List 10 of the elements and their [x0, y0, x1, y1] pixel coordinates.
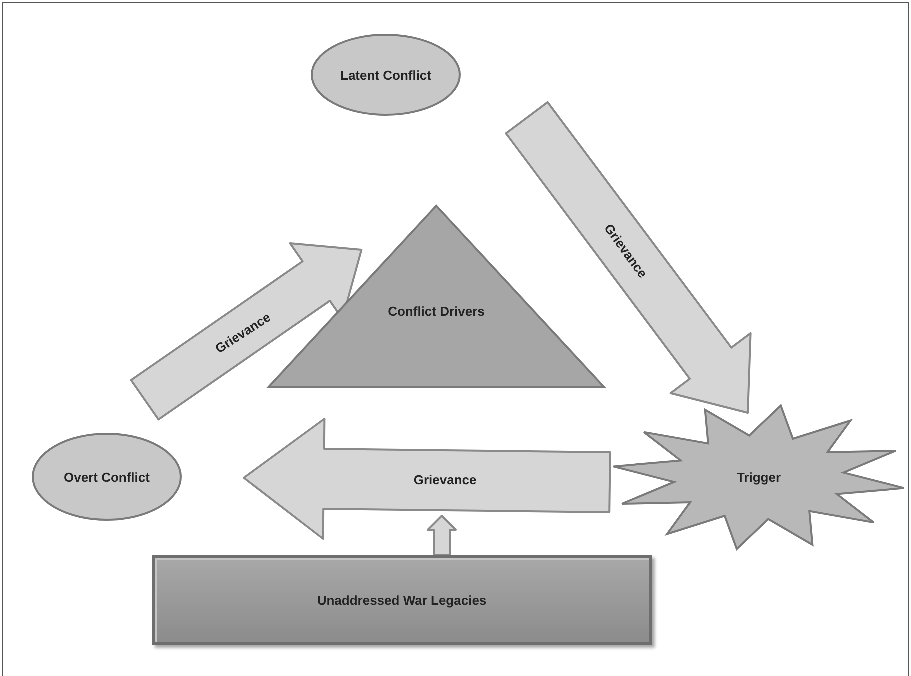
block-arrow [505, 101, 752, 414]
block-arrow [130, 242, 363, 421]
node-label: Overt Conflict [64, 470, 150, 484]
block-arrow [427, 515, 457, 556]
node-label: Unaddressed War Legacies [317, 592, 487, 608]
block-arrow [243, 418, 612, 540]
node-label: Trigger [736, 470, 782, 485]
edge-label: Grievance [414, 472, 477, 488]
node-label: Conflict Drivers [388, 304, 485, 319]
node-label: Latent Conflict [340, 68, 432, 82]
